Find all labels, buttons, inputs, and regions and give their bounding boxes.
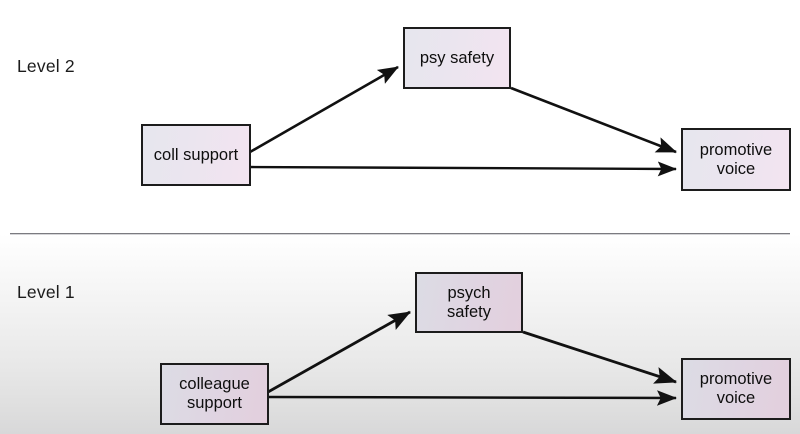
panel-level-2	[0, 0, 800, 234]
level-1-label: Level 1	[17, 282, 75, 302]
node-coll-support[interactable]: coll support	[141, 124, 251, 186]
panel-level-1	[0, 234, 800, 434]
node-psy-safety[interactable]: psy safety	[403, 27, 511, 89]
level-divider	[10, 233, 790, 234]
level-2-label: Level 2	[17, 56, 75, 76]
node-psy-safety-label: psy safety	[419, 48, 495, 67]
node-coll-support-label: coll support	[153, 145, 239, 164]
